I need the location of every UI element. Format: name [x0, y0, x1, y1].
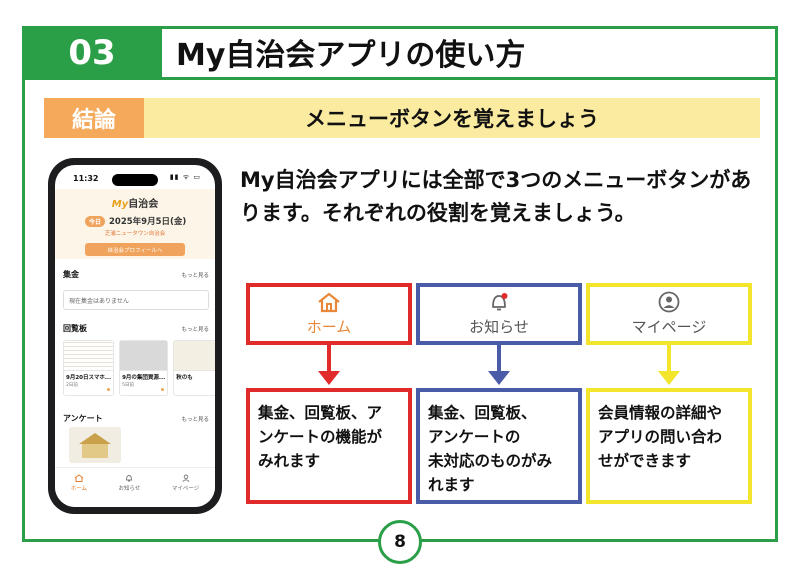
- phone-mockup: 11:32 ▮▮ ᯤ ▭ My自治会 今日 2025年9月5日(金) 芝浦ニュー…: [48, 158, 222, 514]
- unread-dot: [107, 388, 111, 391]
- menu-home-label: ホーム: [306, 318, 352, 336]
- tab-label: お知らせ: [118, 486, 141, 492]
- collection-title: 集金: [63, 270, 79, 279]
- conclusion-tag: 結論: [44, 98, 144, 138]
- conclusion-text: メニューボタンを覚えましょう: [144, 98, 760, 138]
- desc-line: せができます: [598, 452, 692, 470]
- menu-home-description: 集金、回覧板、ア ンケートの機能が みれます: [246, 388, 412, 504]
- arrow-down-icon: [488, 345, 510, 387]
- menu-mypage-description: 会員情報の詳細や アプリの問い合わ せができます: [586, 388, 752, 504]
- collection-more-link[interactable]: もっと見る: [181, 273, 209, 279]
- arrow-down-icon: [658, 345, 680, 387]
- bell-icon: [492, 293, 508, 311]
- tab-home[interactable]: ホーム: [71, 474, 87, 507]
- card-title: 9月の集団資源...: [122, 375, 166, 381]
- card-meta: 5日前: [122, 383, 134, 388]
- card-thumbnail: [120, 341, 168, 371]
- card-thumbnail: [174, 341, 215, 371]
- bulletin-card[interactable]: 9月の集団資源... 5日前: [119, 340, 169, 396]
- survey-thumbnail[interactable]: [69, 427, 121, 463]
- person-icon: [182, 474, 190, 482]
- bell-icon: [126, 475, 133, 482]
- desc-line: 集金、回覧板、: [428, 404, 537, 422]
- status-icons: ▮▮ ᯤ ▭: [169, 173, 201, 181]
- profile-button[interactable]: 自治会プロフィールへ: [85, 243, 185, 256]
- desc-line: ンケートの機能が: [258, 428, 383, 446]
- collection-empty: 現在集金はありません: [63, 290, 209, 310]
- bulletin-more-link[interactable]: もっと見る: [181, 327, 209, 333]
- card-meta: 2日前: [66, 383, 78, 388]
- bulletin-title: 回覧板: [63, 324, 87, 333]
- menu-news-label: お知らせ: [469, 318, 529, 336]
- page-title: My自治会アプリの使い方: [162, 26, 778, 80]
- menu-news-box: お知らせ: [416, 283, 582, 345]
- arrow-down-icon: [318, 345, 340, 387]
- survey-title: アンケート: [63, 414, 103, 423]
- page-number: 8: [378, 520, 422, 564]
- card-thumbnail: [64, 341, 114, 371]
- bulletin-cards: 9月20日スマホ... 2日前 9月の集団資源... 5日前 秋のも: [63, 340, 215, 396]
- menu-news-description: 集金、回覧板、 アンケートの 未対応のものがみ れます: [416, 388, 582, 504]
- tab-label: ホーム: [70, 486, 88, 492]
- menu-mypage-box: マイページ: [586, 283, 752, 345]
- card-title: 9月20日スマホ...: [66, 375, 112, 381]
- tab-mypage[interactable]: マイページ: [172, 474, 199, 507]
- phone-screen: 11:32 ▮▮ ᯤ ▭ My自治会 今日 2025年9月5日(金) 芝浦ニュー…: [55, 165, 215, 507]
- menu-home-box: ホーム: [246, 283, 412, 345]
- bulletin-card[interactable]: 秋のも: [173, 340, 215, 396]
- tab-label: マイページ: [171, 486, 200, 492]
- menu-mypage-label: マイページ: [631, 318, 707, 336]
- desc-line: 集金、回覧板、ア: [258, 404, 383, 422]
- association-name: 芝浦ニュータウン自治会: [104, 231, 166, 237]
- home-icon: [318, 292, 340, 313]
- card-meta: [174, 381, 215, 383]
- today-badge: 今日: [85, 215, 106, 227]
- bulletin-card[interactable]: 9月20日スマホ... 2日前: [63, 340, 115, 396]
- desc-line: 未対応のものがみ: [428, 452, 553, 470]
- date-row: 今日 2025年9月5日(金): [85, 215, 186, 227]
- survey-more-link[interactable]: もっと見る: [181, 417, 209, 423]
- tab-bar: ホーム お知らせ マイページ: [55, 467, 215, 507]
- desc-line: アプリの問い合わ: [598, 428, 723, 446]
- status-time: 11:32: [73, 174, 99, 183]
- section-number: 03: [22, 26, 162, 80]
- desc-line: 会員情報の詳細や: [598, 404, 723, 422]
- home-icon: [74, 474, 84, 482]
- today-date: 2025年9月5日(金): [109, 217, 187, 227]
- survey-header: アンケート もっと見る: [63, 413, 209, 424]
- tab-news[interactable]: お知らせ: [118, 474, 141, 507]
- collection-header: 集金 もっと見る: [63, 269, 209, 280]
- person-icon: [658, 291, 680, 313]
- desc-line: れます: [428, 476, 475, 494]
- desc-line: みれます: [258, 452, 321, 470]
- desc-line: アンケートの: [428, 428, 521, 446]
- unread-dot: [161, 388, 165, 391]
- dynamic-island: [112, 174, 158, 186]
- description-text: My自治会アプリには全部で3つのメニューボタンがあります。それぞれの役割を覚えま…: [240, 168, 752, 225]
- app-logo: My自治会: [111, 199, 159, 210]
- bulletin-header: 回覧板 もっと見る: [63, 323, 209, 334]
- card-title: 秋のも: [176, 375, 193, 381]
